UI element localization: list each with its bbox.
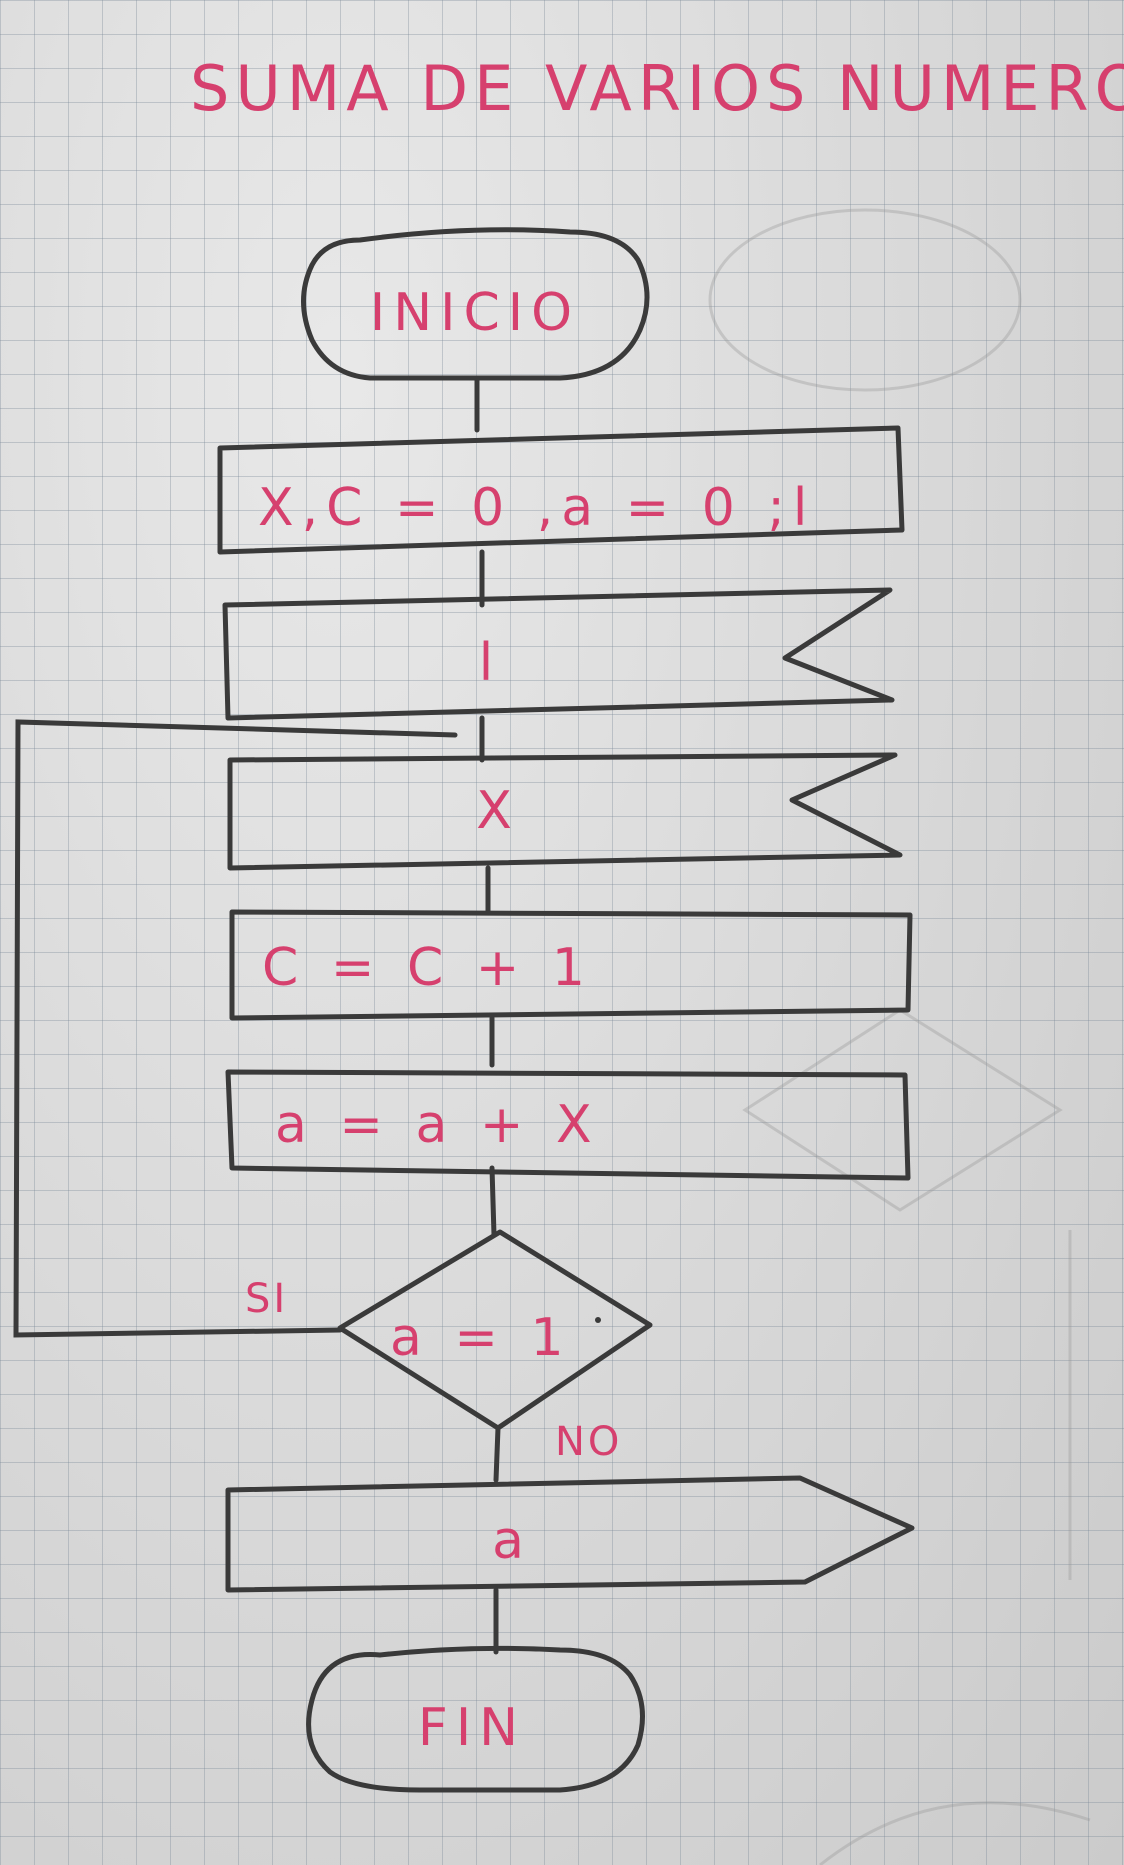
yes-branch-label: SI bbox=[245, 1276, 288, 1322]
sum-process-box bbox=[225, 1069, 911, 1181]
read-x-label: X bbox=[476, 781, 520, 841]
read-x-input-box bbox=[227, 752, 903, 871]
end-label: FIN bbox=[418, 1698, 526, 1758]
start-label: INICIO bbox=[370, 283, 580, 343]
decision-label: a = 1 bbox=[390, 1308, 572, 1368]
connector-decision-output bbox=[493, 1425, 501, 1483]
no-branch-label: NO bbox=[555, 1419, 622, 1465]
read-l-input-box bbox=[222, 587, 895, 721]
counter-label: C = C + 1 bbox=[262, 938, 593, 998]
start-terminator bbox=[301, 227, 650, 381]
sum-label: a = a + X bbox=[275, 1095, 600, 1155]
init-label: X,C = 0 ,a = 0 ;l bbox=[258, 478, 815, 538]
end-terminator bbox=[306, 1645, 645, 1793]
connector-sum-decision bbox=[489, 1165, 497, 1238]
init-process-box bbox=[217, 425, 905, 555]
output-label: a bbox=[492, 1511, 532, 1571]
diagram-title: SUMA DE VARIOS NUMEROS bbox=[190, 52, 1124, 125]
read-l-label: l bbox=[479, 633, 501, 693]
counter-process-box bbox=[229, 909, 913, 1021]
output-display-box bbox=[225, 1475, 915, 1593]
loop-back-line bbox=[13, 719, 458, 1338]
decision-dot bbox=[595, 1317, 601, 1323]
